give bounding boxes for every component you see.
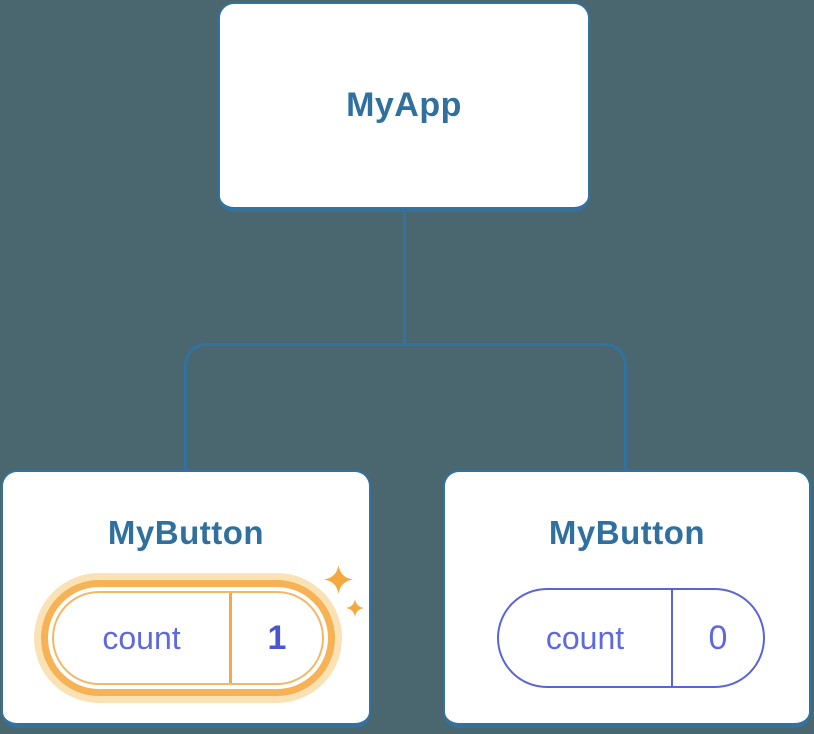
root-component-name: MyApp	[346, 86, 462, 124]
sparkles-icon	[346, 599, 364, 617]
child-component-card: MyButton count 0	[443, 470, 811, 728]
state-value: 1	[267, 618, 287, 657]
child-component-name: MyButton	[548, 514, 706, 551]
state-badge-highlighted: count 1	[52, 591, 324, 685]
child-component-card-highlighted: MyButton count 1	[1, 470, 371, 728]
child-component-name: MyButton	[107, 514, 265, 551]
connector-stem	[403, 212, 406, 346]
state-badge: count 0	[497, 588, 765, 688]
state-value: 0	[708, 618, 728, 657]
state-name-label: count	[102, 619, 181, 656]
connector-bracket	[184, 343, 627, 470]
state-badge-divider	[671, 590, 673, 686]
state-badge-divider	[229, 593, 232, 683]
state-name-label: count	[545, 619, 625, 656]
root-component-card: MyApp	[218, 2, 590, 212]
sparkles-icon	[324, 565, 353, 594]
